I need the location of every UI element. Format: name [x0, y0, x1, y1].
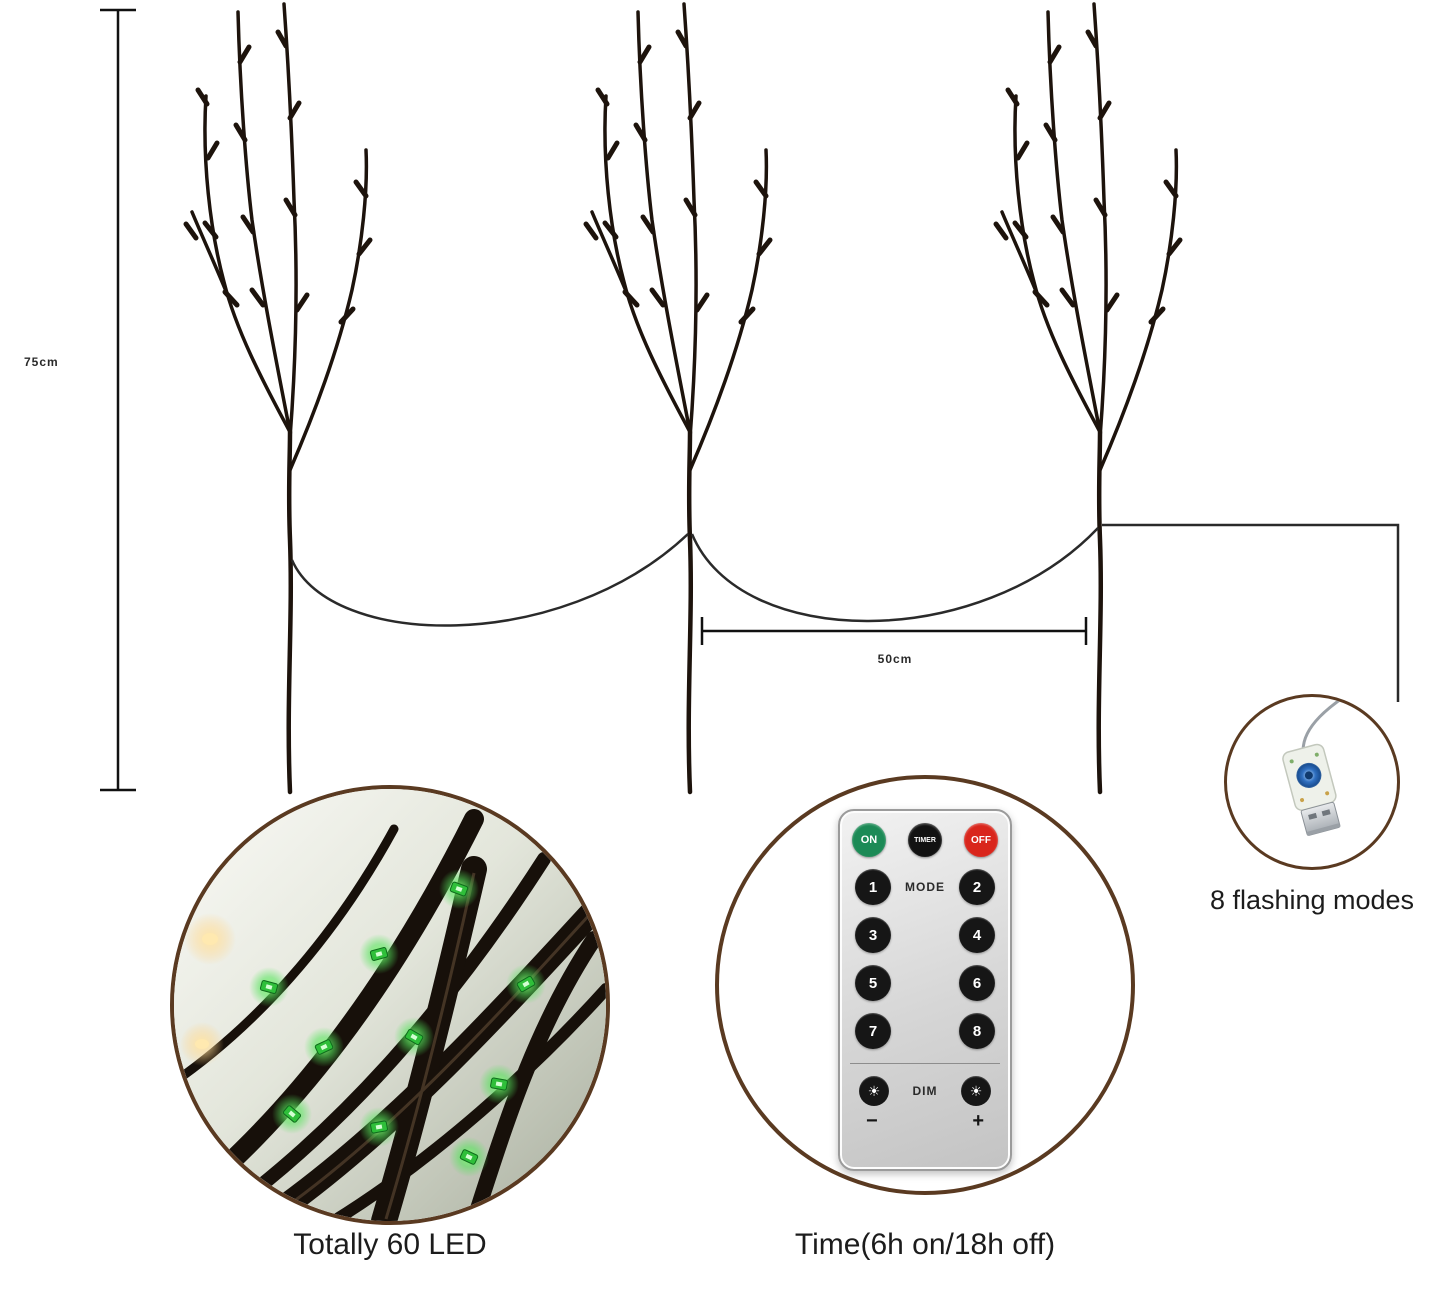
remote-control: ON TIMER OFF 1 MODE 2 3 4 5 6 7 8 [838, 809, 1012, 1171]
mode-label: MODE [905, 880, 945, 894]
dimension-spacing-label: 50cm [877, 652, 913, 666]
mode-button-1: 1 [855, 869, 891, 905]
brightness-icon: ☀ [867, 1082, 881, 1099]
mode-button-6: 6 [959, 965, 995, 1001]
caption-timer: Time(6h on/18h off) [794, 1228, 1056, 1261]
off-button: OFF [964, 823, 998, 857]
brightness-icon: ☀ [969, 1082, 983, 1099]
dim-down-button: ☀ [859, 1076, 889, 1106]
usb-controller-inset [1224, 694, 1400, 870]
remote-control-inset: ON TIMER OFF 1 MODE 2 3 4 5 6 7 8 [715, 775, 1135, 1195]
dim-label: DIM [912, 1084, 938, 1098]
on-button: ON [852, 823, 886, 857]
mode-button-2: 2 [959, 869, 995, 905]
plus-label: + [972, 1110, 984, 1132]
mode-button-8: 8 [959, 1013, 995, 1049]
usb-controller-image [1282, 697, 1365, 836]
tree-illustration [100, 0, 1400, 820]
caption-usb: 8 flashing modes [1209, 885, 1415, 915]
led-branches-image [174, 789, 606, 1221]
connecting-wire [290, 523, 1400, 702]
led-detail-photo [170, 785, 610, 1225]
dimension-height-label: 75cm [24, 355, 59, 369]
dim-up-button: ☀ [961, 1076, 991, 1106]
mode-button-5: 5 [855, 965, 891, 1001]
minus-label: − [866, 1110, 878, 1132]
dimension-lines [100, 8, 1088, 792]
mode-button-4: 4 [959, 917, 995, 953]
mode-button-3: 3 [855, 917, 891, 953]
timer-button: TIMER [908, 823, 942, 857]
remote-divider [850, 1063, 1000, 1064]
mode-button-7: 7 [855, 1013, 891, 1049]
caption-led: Totally 60 LED [293, 1228, 487, 1261]
